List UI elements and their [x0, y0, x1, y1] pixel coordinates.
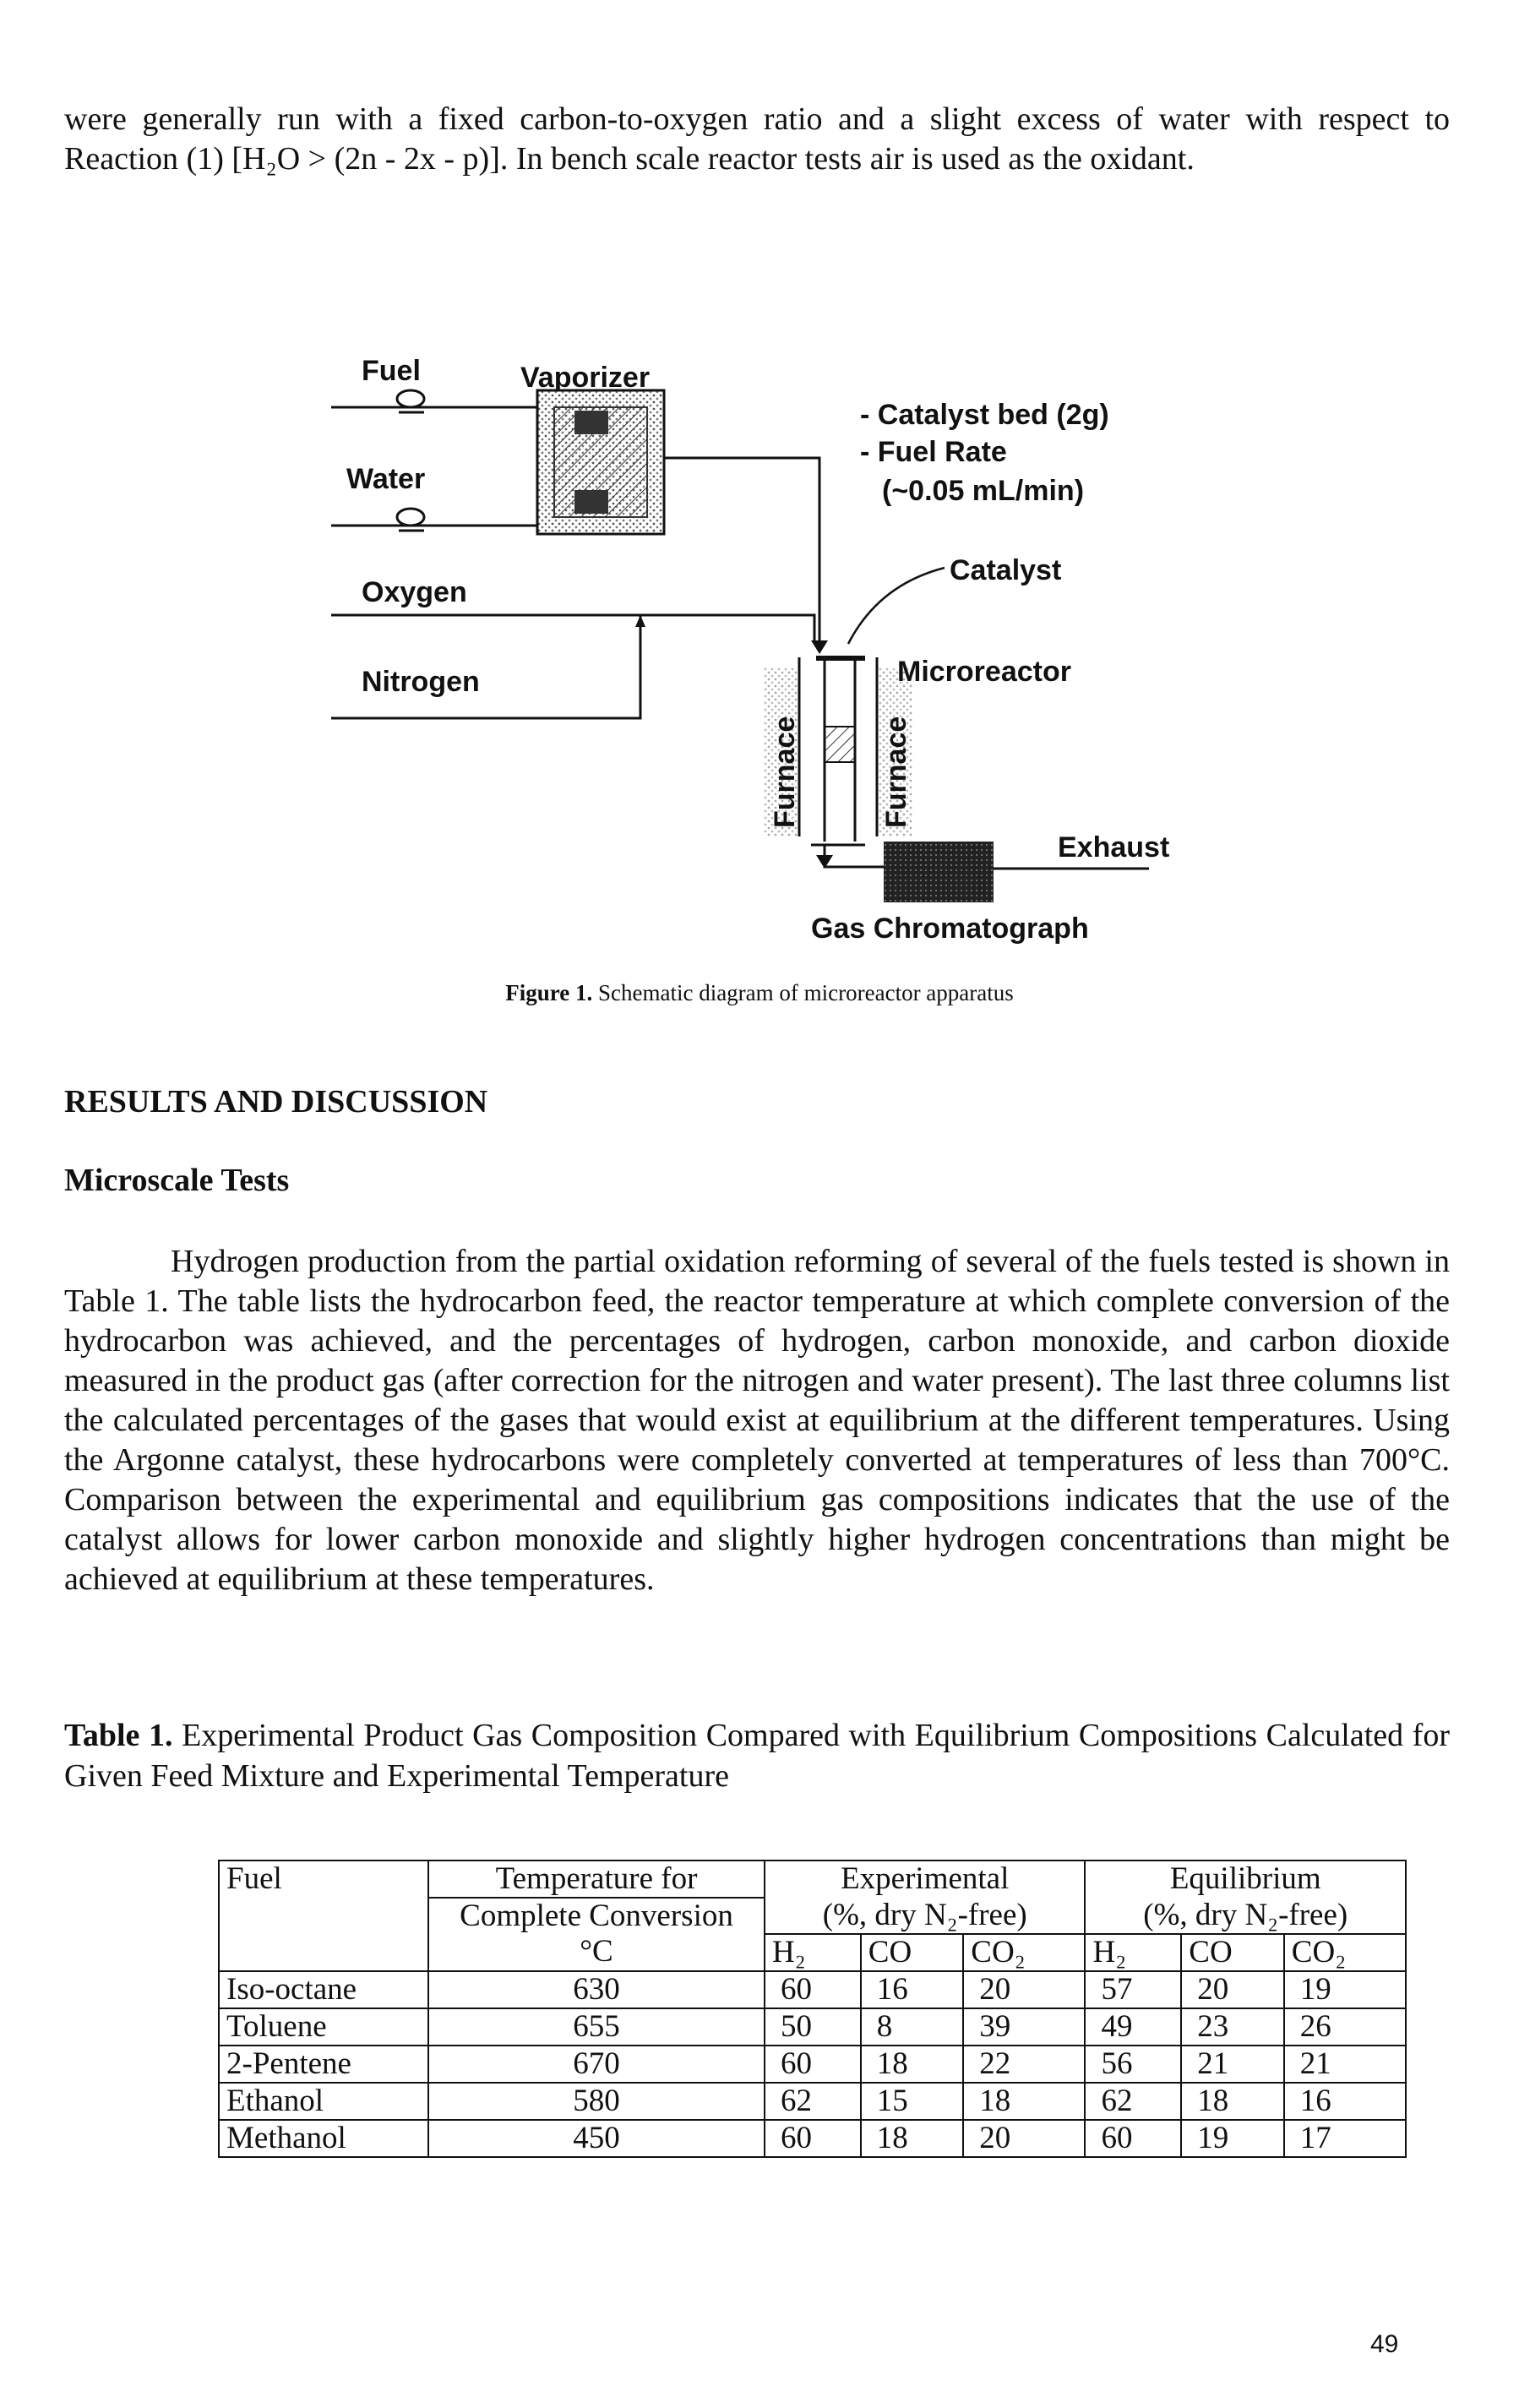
water-label: Water — [346, 463, 425, 495]
header-exp-h2: H₂ — [764, 1933, 862, 1972]
cell-eq-co: 20 — [1180, 1970, 1285, 2009]
figure-caption: Figure 1. Schematic diagram of microreac… — [0, 980, 1519, 1006]
cell-exp-co: 8 — [859, 2008, 965, 2046]
section-heading: RESULTS AND DISCUSSION — [64, 1084, 488, 1120]
cell-fuel: Iso-octane — [218, 1970, 429, 2009]
cell-exp-h2: 60 — [764, 2045, 862, 2084]
page-number: 49 — [1370, 2330, 1399, 2358]
cell-temp: 655 — [427, 2008, 765, 2046]
header-exp-co2: CO₂ — [962, 1933, 1086, 1972]
cell-temp: 580 — [427, 2082, 765, 2121]
cell-eq-co2: 16 — [1282, 2082, 1407, 2121]
furnace-right — [875, 657, 912, 836]
header-eq-co: CO — [1180, 1933, 1285, 1972]
cell-exp-co2: 20 — [962, 1970, 1086, 2009]
figure-caption-label: Figure 1. — [505, 980, 593, 1005]
header-eq-line1: Equilibrium — [1084, 1860, 1407, 1898]
cell-eq-co2: 19 — [1282, 1970, 1407, 2009]
header-temp-line2: Complete Conversion — [427, 1898, 765, 1934]
cell-temp: 670 — [427, 2045, 765, 2084]
cell-exp-co: 16 — [859, 1970, 965, 2009]
table-row: Methanol 450 60 18 20 60 19 17 — [218, 2119, 1407, 2158]
furnace-left-label: Furnace — [769, 716, 801, 828]
cell-eq-co2: 17 — [1282, 2119, 1407, 2158]
fuel-rate-label: - Fuel Rate — [860, 436, 1007, 468]
header-temp-unit: °C — [427, 1934, 765, 1972]
cell-exp-co2: 22 — [962, 2045, 1086, 2084]
microreactor-schematic: Fuel Water Vaporizer Oxygen Nitrogen - C… — [331, 355, 1169, 945]
cell-fuel: 2-Pentene — [218, 2045, 429, 2084]
header-exp-co: CO — [859, 1933, 965, 1972]
cell-exp-co2: 18 — [962, 2082, 1086, 2121]
microreactor-label: Microreactor — [897, 656, 1071, 688]
cell-eq-co: 23 — [1180, 2008, 1285, 2046]
furnace-left — [764, 657, 801, 836]
fuel-label: Fuel — [362, 355, 421, 387]
cell-eq-co: 19 — [1180, 2119, 1285, 2158]
cell-fuel: Toluene — [218, 2008, 429, 2046]
table-caption-text: Experimental Product Gas Composition Com… — [64, 1718, 1450, 1794]
table-caption-label: Table 1. — [64, 1718, 173, 1753]
cell-eq-co2: 21 — [1282, 2045, 1407, 2084]
subsection-heading: Microscale Tests — [64, 1163, 290, 1198]
cell-eq-co: 18 — [1180, 2082, 1285, 2121]
cell-eq-co: 21 — [1180, 2045, 1285, 2084]
cell-exp-co2: 39 — [962, 2008, 1086, 2046]
cell-temp: 450 — [427, 2119, 765, 2158]
vaporizer-box — [536, 389, 666, 536]
furnace-right-label: Furnace — [880, 716, 912, 828]
cell-eq-h2: 49 — [1084, 2008, 1183, 2046]
catalyst-label: Catalyst — [950, 554, 1061, 586]
table-row: Toluene 655 50 8 39 49 23 26 — [218, 2008, 1407, 2046]
cell-eq-h2: 60 — [1084, 2119, 1183, 2158]
cell-exp-h2: 62 — [764, 2082, 862, 2121]
gas-chromatograph — [884, 842, 994, 902]
catalyst-bed-label: - Catalyst bed (2g) — [860, 399, 1109, 431]
cell-eq-h2: 62 — [1084, 2082, 1183, 2121]
fuel-pump-icon — [395, 389, 426, 414]
oxygen-label: Oxygen — [362, 576, 467, 608]
cell-temp: 630 — [427, 1970, 765, 2009]
cell-eq-h2: 56 — [1084, 2045, 1183, 2084]
figure-caption-text: Schematic diagram of microreactor appara… — [597, 980, 1014, 1005]
body-paragraph: Hydrogen production from the partial oxi… — [64, 1244, 1450, 1597]
cell-exp-co: 18 — [859, 2045, 965, 2084]
cell-eq-h2: 57 — [1084, 1970, 1183, 2009]
cell-eq-co2: 26 — [1282, 2008, 1407, 2046]
header-eq-co2: CO₂ — [1282, 1933, 1407, 1972]
cell-exp-co: 15 — [859, 2082, 965, 2121]
table-row: Ethanol 580 62 15 18 62 18 16 — [218, 2082, 1407, 2121]
exhaust-label: Exhaust — [1058, 831, 1169, 864]
cell-exp-h2: 50 — [764, 2008, 862, 2046]
water-pump-icon — [395, 507, 426, 532]
table-row: Iso-octane 630 60 16 20 57 20 19 — [218, 1970, 1407, 2009]
table-caption: Table 1. Experimental Product Gas Compos… — [64, 1715, 1450, 1796]
cell-fuel: Methanol — [218, 2119, 429, 2158]
cell-exp-co2: 20 — [962, 2119, 1086, 2158]
vaporizer-label: Vaporizer — [520, 362, 650, 394]
header-fuel: Fuel — [218, 1860, 429, 1972]
results-table: Fuel Temperature for Experimental Equili… — [218, 1860, 1407, 2158]
nitrogen-label: Nitrogen — [362, 666, 480, 698]
cell-exp-h2: 60 — [764, 2119, 862, 2158]
cell-fuel: Ethanol — [218, 2082, 429, 2121]
gas-chromatograph-label: Gas Chromatograph — [811, 913, 1089, 945]
fuel-rate-value: (~0.05 mL/min) — [882, 475, 1084, 507]
header-exp-line2: (%, dry N₂-free) — [763, 1898, 1086, 1935]
header-eq-line2: (%, dry N₂-free) — [1084, 1898, 1407, 1935]
header-exp-line1: Experimental — [763, 1860, 1086, 1898]
cell-exp-h2: 60 — [764, 1970, 862, 2009]
table-row: 2-Pentene 670 60 18 22 56 21 21 — [218, 2045, 1407, 2084]
microreactor-tube — [811, 656, 865, 847]
intro-paragraph: were generally run with a fixed carbon-t… — [64, 101, 1450, 177]
header-temp-line1: Temperature for — [427, 1860, 765, 1899]
cell-exp-co: 18 — [859, 2119, 965, 2158]
header-eq-h2: H₂ — [1084, 1933, 1183, 1972]
